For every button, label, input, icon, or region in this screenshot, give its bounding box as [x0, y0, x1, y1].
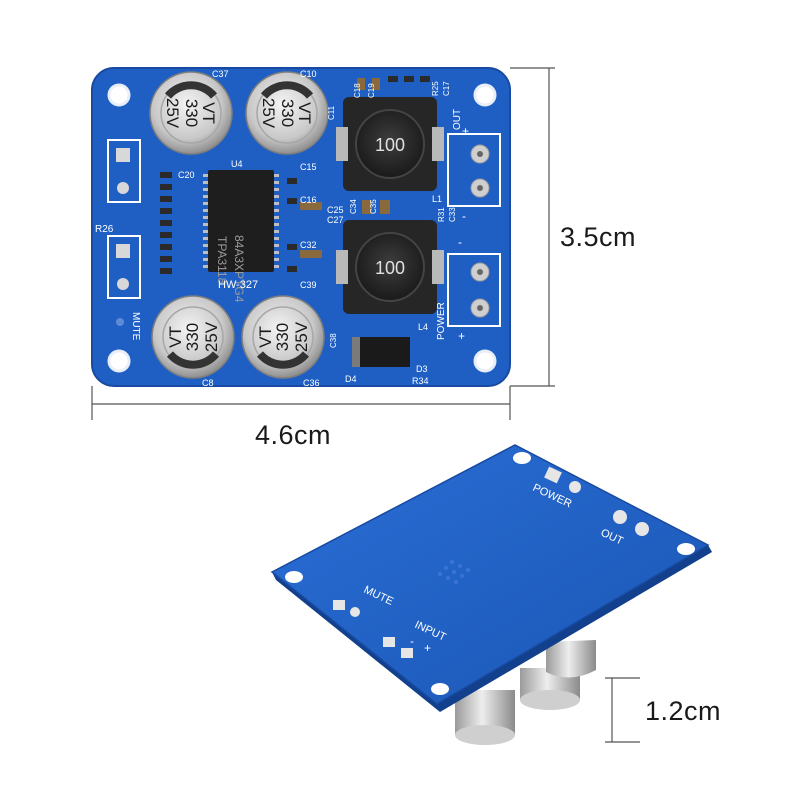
cap-tr-series: VT: [295, 102, 314, 124]
power-plus: +: [458, 329, 465, 343]
chip-marking-2: TPA3118: [215, 236, 229, 285]
label-c18: C18: [353, 83, 362, 98]
cap-br-series: VT: [256, 326, 275, 348]
label-r34: R34: [412, 376, 429, 386]
out-minus: -: [462, 209, 466, 223]
out-plus: +: [462, 124, 469, 138]
cap-tr-value: 330: [278, 99, 297, 127]
height-dimension-label: 3.5cm: [560, 222, 637, 252]
chip-ref: U4: [231, 159, 243, 169]
cap-tr-ref: C10: [300, 69, 317, 79]
capacitor-bottom-right: 330 25V VT: [241, 295, 325, 379]
chip-marking-1: 84A3XPTG4: [232, 235, 246, 303]
label-c35: C35: [369, 199, 378, 214]
inductor-top-value: 100: [375, 135, 405, 155]
label-c11: C11: [327, 105, 336, 120]
label-c17: C17: [442, 81, 451, 96]
label-c39: C39: [300, 280, 317, 290]
dimension-lines: [91, 67, 640, 743]
label-power: POWER: [436, 302, 447, 340]
cap-bl-ref: C8: [202, 378, 214, 388]
back-capacitors: [455, 640, 596, 745]
back-view-board: POWER OUT MUTE INPUT - +: [270, 444, 712, 745]
cap-bl-series: VT: [166, 326, 185, 348]
label-c33: C33: [448, 207, 457, 222]
cap-bl-value: 330: [183, 323, 202, 351]
label-c25: C25: [327, 205, 344, 215]
smd-caps-right: [287, 178, 322, 272]
label-c16: C16: [300, 195, 317, 205]
cap-tl-voltage: 25V: [163, 98, 182, 129]
cap-br-value: 330: [273, 323, 292, 351]
back-input-minus: -: [410, 634, 414, 648]
cap-tl-value: 330: [182, 99, 201, 127]
cap-tr-voltage: 25V: [259, 98, 278, 129]
amplifier-chip: 84A3XPTG4 TPA3118: [203, 170, 279, 303]
inductor-bottom: 100: [336, 220, 444, 314]
label-c32: C32: [300, 240, 317, 250]
inductor-top-ref: L1: [432, 194, 442, 204]
diode: [352, 337, 410, 367]
label-r31: R31: [437, 207, 446, 222]
cap-tl-ref: C37: [212, 69, 229, 79]
power-minus: -: [458, 235, 462, 249]
label-mute: MUTE: [130, 312, 141, 341]
label-c38: C38: [329, 333, 338, 348]
capacitor-top-left: 330 25V VT: [149, 71, 233, 155]
top-view-board: R26 MUTE C20: [91, 67, 511, 388]
label-c19: C19: [367, 83, 376, 98]
capacitor-bottom-left: 330 25V VT: [151, 295, 235, 379]
label-r26: R26: [95, 224, 114, 235]
smd-top-row: [357, 76, 430, 90]
back-pcb: [270, 444, 710, 705]
capacitor-top-right: 330 25V VT: [245, 71, 329, 155]
label-c15: C15: [300, 162, 317, 172]
cap-c34: [362, 200, 372, 214]
label-c20: C20: [178, 170, 195, 180]
inductor-bottom-value: 100: [375, 258, 405, 278]
mounting-holes: [107, 83, 497, 373]
board-model: HW-327: [218, 279, 258, 291]
power-terminal: [447, 253, 501, 327]
output-terminal: [447, 133, 501, 207]
label-out: OUT: [452, 109, 463, 130]
thickness-dimension-label: 1.2cm: [645, 696, 722, 726]
back-pads: [333, 466, 649, 658]
inductor-bottom-ref: L4: [418, 322, 428, 332]
label-r25: R25: [431, 81, 440, 96]
diode-ref-2: D4: [345, 374, 357, 384]
width-dimension-label: 4.6cm: [255, 420, 332, 450]
diode-ref: D3: [416, 364, 428, 374]
label-c34: C34: [349, 199, 358, 214]
inductor-top: 100: [336, 97, 444, 191]
cap-br-voltage: 25V: [292, 321, 311, 352]
cap-bl-voltage: 25V: [202, 321, 221, 352]
left-input-header: [107, 139, 141, 326]
cap-tl-series: VT: [199, 102, 218, 124]
cap-c35: [380, 200, 390, 214]
label-c27: C27: [327, 215, 344, 225]
cap-br-ref: C36: [303, 378, 320, 388]
smd-resistor-column: [160, 172, 172, 274]
back-input-plus: +: [424, 641, 431, 655]
